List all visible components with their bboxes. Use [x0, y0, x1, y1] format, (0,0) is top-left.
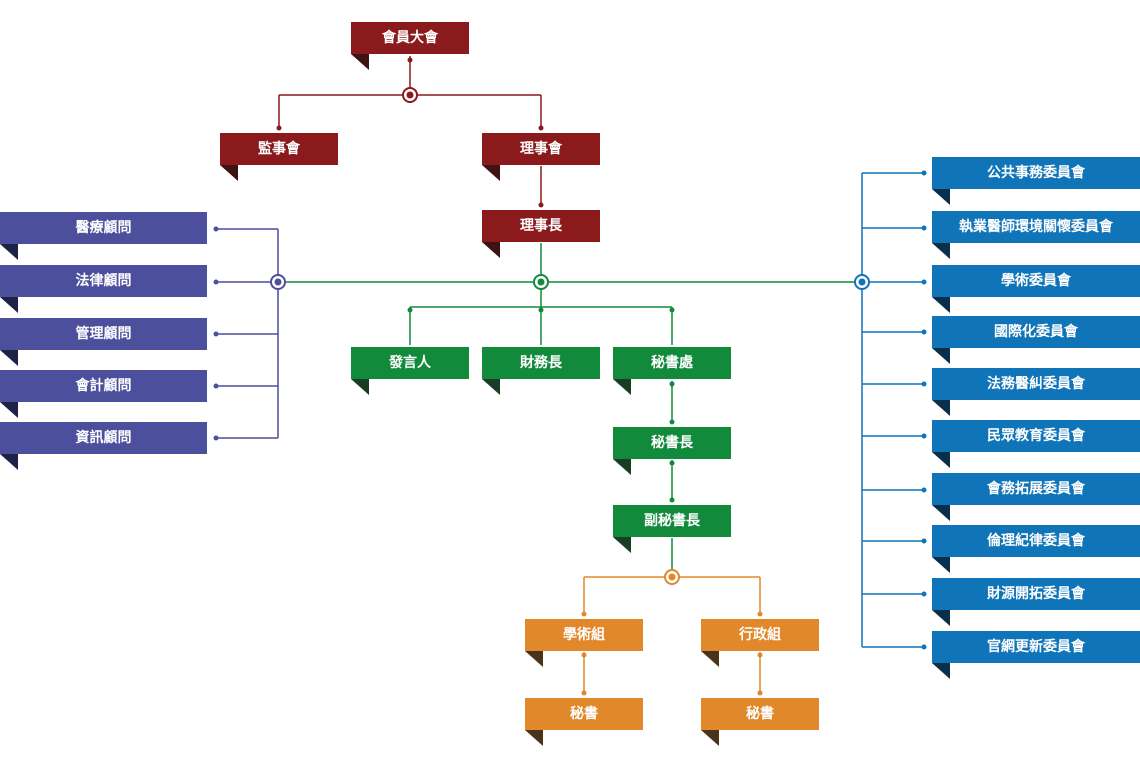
advisor-label: 資訊顧問: [75, 430, 132, 446]
general-assembly-label: 會員大會: [382, 30, 438, 46]
committee-node: 國際化委員會: [932, 316, 1140, 364]
supervisors-label: 監事會: [258, 141, 300, 157]
committee-label: 倫理紀律委員會: [987, 533, 1085, 549]
committee-connectors: [861, 172, 924, 648]
committee-node: 官網更新委員會: [932, 631, 1140, 679]
secretary-general-label: 秘書長: [651, 435, 693, 451]
admin-secretary-label: 秘書: [746, 706, 774, 722]
advisor-label: 法律顧問: [75, 273, 132, 289]
committee-label: 公共事務委員會: [987, 165, 1085, 181]
advisor-node: 管理顧問: [0, 318, 207, 366]
admin-group-node: 行政組: [701, 619, 819, 667]
directors-label: 理事會: [520, 141, 562, 157]
committee-node: 民眾教育委員會: [932, 420, 1140, 468]
general-assembly-node: 會員大會: [351, 22, 469, 70]
spokesperson-node: 發言人: [351, 347, 469, 395]
committee-node: 財源開拓委員會: [932, 578, 1140, 626]
committee-node: 公共事務委員會: [932, 157, 1140, 205]
committee-node: 會務拓展委員會: [932, 473, 1140, 521]
academic-secretary-label: 秘書: [570, 706, 598, 722]
leadership-connectors: [278, 56, 542, 205]
advisor-label: 醫療顧問: [75, 220, 132, 236]
secretariat-node: 秘書處: [613, 347, 731, 395]
academic-group-label: 學術組: [563, 627, 605, 643]
junction-nodes: [270, 87, 870, 585]
advisor-label: 會計顧問: [75, 378, 132, 394]
committee-label: 國際化委員會: [994, 324, 1078, 340]
academic-group-node: 學術組: [525, 619, 643, 667]
treasurer-node: 財務長: [482, 347, 600, 395]
admin-group-label: 行政組: [739, 627, 781, 643]
advisor-connectors: [216, 228, 279, 439]
committee-node: 執業醫師環境關懷委員會: [932, 211, 1140, 259]
directors-node: 理事會: [482, 133, 600, 181]
committee-label: 財源開拓委員會: [987, 586, 1085, 602]
committee-node: 倫理紀律委員會: [932, 525, 1140, 573]
committee-label: 法務醫糾委員會: [987, 376, 1085, 392]
committee-label: 民眾教育委員會: [987, 428, 1085, 444]
admin-secretary-node: 秘書: [701, 698, 819, 746]
secretary-general-node: 秘書長: [613, 427, 731, 475]
treasurer-label: 財務長: [520, 355, 562, 371]
committee-node: 學術委員會: [932, 265, 1140, 313]
advisor-node: 資訊顧問: [0, 422, 207, 470]
committee-label: 執業醫師環境關懷委員會: [959, 219, 1113, 235]
chairman-node: 理事長: [482, 210, 600, 258]
academic-secretary-node: 秘書: [525, 698, 643, 746]
advisor-node: 法律顧問: [0, 265, 207, 313]
staff-connectors: [278, 243, 862, 577]
deputy-secretary-general-label: 副秘書長: [644, 513, 700, 529]
endpoint-dots: [213, 57, 927, 696]
deputy-secretary-general-node: 副秘書長: [613, 505, 731, 553]
supervisors-node: 監事會: [220, 133, 338, 181]
spokesperson-label: 發言人: [389, 355, 431, 371]
committee-node: 法務醫糾委員會: [932, 368, 1140, 416]
advisor-node: 會計顧問: [0, 370, 207, 418]
committee-label: 會務拓展委員會: [987, 481, 1085, 497]
advisor-label: 管理顧問: [75, 326, 132, 342]
advisor-node: 醫療顧問: [0, 212, 207, 260]
committee-label: 官網更新委員會: [987, 639, 1085, 655]
committee-label: 學術委員會: [1001, 273, 1071, 289]
secretariat-label: 秘書處: [651, 355, 693, 371]
chairman-label: 理事長: [520, 218, 562, 234]
